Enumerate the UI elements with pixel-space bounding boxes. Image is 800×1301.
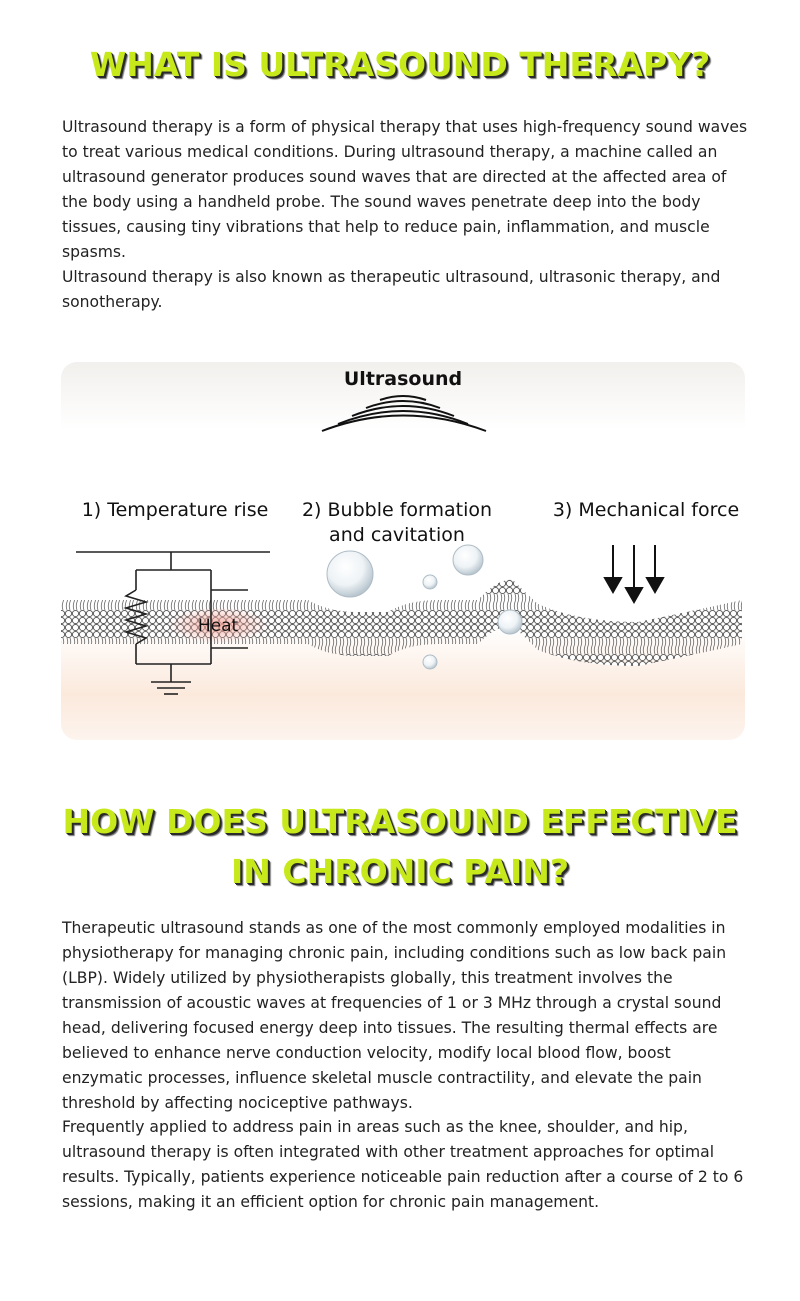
label-temperature-rise: 1) Temperature rise	[82, 499, 269, 521]
application-paragraph: Frequently applied to address pain in ar…	[62, 1118, 744, 1211]
heat-label: Heat	[198, 616, 239, 636]
cell-membrane	[61, 579, 742, 666]
section-heading-how-effective-line2: IN CHRONIC PAIN?	[230, 852, 570, 891]
figure-background	[61, 362, 745, 740]
section-heading-what-is: WHAT IS ULTRASOUND THERAPY?	[89, 45, 711, 84]
sound-waves-icon	[321, 395, 487, 432]
intro-paragraph: Ultrasound therapy is a form of physical…	[62, 118, 748, 261]
label-mechanical-force: 3) Mechanical force	[553, 499, 739, 521]
cavitation-bubbles	[326, 544, 523, 670]
force-arrows-icon	[603, 545, 665, 605]
label-bubble-formation: 2) Bubble formation	[302, 499, 492, 521]
section-heading-how-effective: HOW DOES ULTRASOUND EFFECTIVE	[62, 802, 738, 841]
circuit-diagram	[76, 551, 270, 695]
ultrasound-effects-figure: Ultrasound 1) Temperature rise 2) Bubble…	[58, 360, 748, 745]
label-cavitation: and cavitation	[329, 524, 465, 546]
aka-paragraph: Ultrasound therapy is also known as ther…	[62, 268, 721, 311]
chronic-pain-paragraph: Therapeutic ultrasound stands as one of …	[62, 919, 727, 1112]
heat-glow	[168, 607, 268, 643]
figure-title: Ultrasound	[344, 368, 462, 390]
